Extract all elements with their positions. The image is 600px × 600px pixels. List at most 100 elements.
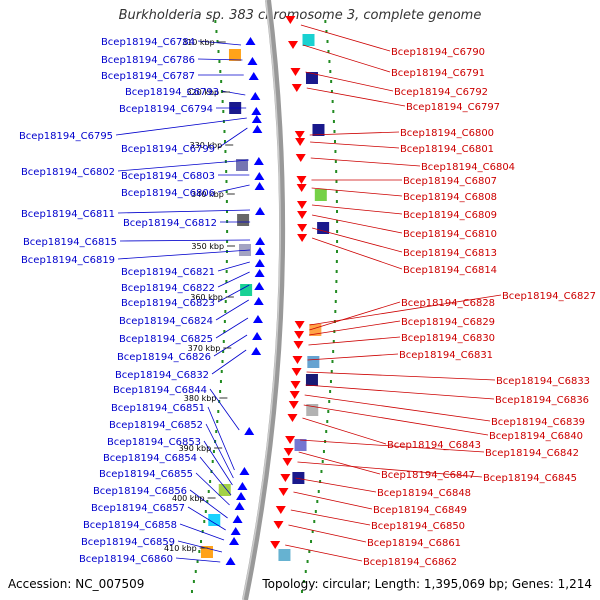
gene-label-left[interactable]: Bcep18194_C6844: [113, 385, 207, 396]
ruler-dot: [225, 190, 228, 193]
gene-label-left[interactable]: Bcep18194_C6852: [109, 420, 203, 431]
label-connector: [300, 24, 391, 52]
ruler-dot: [335, 250, 338, 253]
gene-label-right[interactable]: Bcep18194_C6845: [483, 473, 577, 484]
gene-label-right[interactable]: Bcep18194_C6848: [377, 488, 471, 499]
gene-label-right[interactable]: Bcep18194_C6813: [403, 248, 497, 259]
ruler-dot: [217, 410, 220, 413]
tick-label: 400 kbp: [172, 494, 205, 503]
ruler-dot: [226, 210, 229, 213]
gene-label-left[interactable]: Bcep18194_C6858: [83, 520, 177, 531]
gene-label-left[interactable]: Bcep18194_C6860: [79, 554, 173, 565]
gene-label-left[interactable]: Bcep18194_C6832: [115, 370, 209, 381]
gene-label-right[interactable]: Bcep18194_C6850: [371, 521, 465, 532]
gene-label-left[interactable]: Bcep18194_C6787: [101, 71, 195, 82]
gene-label-right[interactable]: Bcep18194_C6827: [502, 291, 596, 302]
gene-label-right[interactable]: Bcep18194_C6831: [399, 350, 493, 361]
gene-label-left[interactable]: Bcep18194_C6859: [81, 537, 175, 548]
gene-label-left[interactable]: Bcep18194_C6799: [121, 144, 215, 155]
ruler-dot: [225, 280, 228, 283]
tick-label: 390 kbp: [179, 444, 212, 453]
gene-label-left[interactable]: Bcep18194_C6802: [21, 167, 115, 178]
reverse-gene: [296, 201, 307, 209]
gene-label-left[interactable]: Bcep18194_C6855: [99, 469, 193, 480]
ruler-dot: [224, 300, 227, 303]
feature-block: [317, 222, 330, 234]
gene-label-left[interactable]: Bcep18194_C6822: [121, 283, 215, 294]
ruler-dot: [336, 210, 339, 213]
gene-label-left[interactable]: Bcep18194_C6806: [121, 188, 215, 199]
gene-label-right[interactable]: Bcep18194_C6792: [394, 87, 488, 98]
reverse-gene: [280, 474, 291, 482]
tick-label: 340 kbp: [191, 190, 224, 199]
gene-label-right[interactable]: Bcep18194_C6828: [401, 298, 495, 309]
gene-label-left[interactable]: Bcep18194_C6825: [119, 334, 213, 345]
label-connector: [290, 509, 371, 526]
ruler-dot: [219, 380, 222, 383]
gene-label-left[interactable]: Bcep18194_C6854: [103, 453, 197, 464]
gene-label-right[interactable]: Bcep18194_C6830: [401, 333, 495, 344]
accession-text: Accession: NC_007509: [8, 577, 145, 591]
label-connector: [207, 406, 235, 471]
gene-label-right[interactable]: Bcep18194_C6840: [489, 431, 583, 442]
gene-label-left[interactable]: Bcep18194_C6793: [125, 87, 219, 98]
gene-label-left[interactable]: Bcep18194_C6821: [121, 267, 215, 278]
ruler-dot: [313, 520, 316, 523]
gene-label-left[interactable]: Bcep18194_C6857: [91, 503, 185, 514]
gene-label-left[interactable]: Bcep18194_C6826: [117, 352, 211, 363]
gene-label-left[interactable]: Bcep18194_C6851: [111, 403, 205, 414]
gene-label-right[interactable]: Bcep18194_C6833: [496, 376, 590, 387]
gene-label-left[interactable]: Bcep18194_C6811: [21, 209, 115, 220]
gene-label-right[interactable]: Bcep18194_C6804: [421, 162, 515, 173]
ruler-dots: [190, 20, 339, 593]
gene-label-right[interactable]: Bcep18194_C6809: [403, 210, 497, 221]
gene-label-right[interactable]: Bcep18194_C6800: [400, 128, 494, 139]
gene-label-left[interactable]: Bcep18194_C6823: [121, 298, 215, 309]
gene-label-left[interactable]: Bcep18194_C6784: [101, 37, 195, 48]
gene-label-right[interactable]: Bcep18194_C6862: [363, 557, 457, 568]
gene-label-right[interactable]: Bcep18194_C6810: [403, 229, 497, 240]
gene-label-left[interactable]: Bcep18194_C6815: [23, 237, 117, 248]
ruler-dot: [333, 130, 336, 133]
gene-label-left[interactable]: Bcep18194_C6819: [21, 255, 115, 266]
gene-label-left[interactable]: Bcep18194_C6786: [101, 55, 195, 66]
gene-label-right[interactable]: Bcep18194_C6842: [485, 448, 579, 459]
gene-label-right[interactable]: Bcep18194_C6839: [491, 417, 585, 428]
gene-label-right[interactable]: Bcep18194_C6861: [367, 538, 461, 549]
gene-label-right[interactable]: Bcep18194_C6797: [406, 102, 500, 113]
ruler-dot: [311, 530, 314, 533]
gene-label-right[interactable]: Bcep18194_C6829: [401, 317, 495, 328]
gene-label-right[interactable]: Bcep18194_C6843: [387, 440, 481, 451]
label-connector: [303, 404, 489, 436]
gene-label-left[interactable]: Bcep18194_C6856: [93, 486, 187, 497]
forward-gene: [252, 332, 263, 340]
gene-label-right[interactable]: Bcep18194_C6847: [381, 470, 475, 481]
gene-label-right[interactable]: Bcep18194_C6790: [391, 47, 485, 58]
gene-label-left[interactable]: Bcep18194_C6812: [123, 218, 217, 229]
tick-label: 310 kbp: [182, 38, 215, 47]
gene-label-left[interactable]: Bcep18194_C6794: [119, 104, 213, 115]
label-connector: [197, 40, 242, 46]
reverse-gene: [282, 458, 293, 466]
gene-label-left[interactable]: Bcep18194_C6824: [119, 316, 213, 327]
gene-label-right[interactable]: Bcep18194_C6801: [400, 144, 494, 155]
ruler-dot: [225, 180, 228, 183]
gene-label-right[interactable]: Bcep18194_C6814: [403, 265, 497, 276]
topology-text: Topology: circular; Length: 1,395,069 bp…: [262, 577, 592, 591]
gene-label-right[interactable]: Bcep18194_C6836: [495, 395, 589, 406]
gene-label-left[interactable]: Bcep18194_C6853: [107, 437, 201, 448]
reverse-gene: [291, 368, 302, 376]
label-connector: [309, 301, 401, 331]
gene-label-right[interactable]: Bcep18194_C6791: [391, 68, 485, 79]
reverse-gene: [290, 68, 301, 76]
gene-label-right[interactable]: Bcep18194_C6808: [403, 192, 497, 203]
gene-label-right[interactable]: Bcep18194_C6849: [373, 505, 467, 516]
gene-label-left[interactable]: Bcep18194_C6795: [19, 131, 113, 142]
ruler-dot: [223, 130, 226, 133]
label-connector: [305, 384, 495, 400]
ruler-dot: [215, 30, 218, 33]
reverse-gene: [295, 138, 306, 146]
ruler-dot: [209, 480, 212, 483]
gene-label-right[interactable]: Bcep18194_C6807: [403, 176, 497, 187]
gene-label-left[interactable]: Bcep18194_C6803: [121, 171, 215, 182]
